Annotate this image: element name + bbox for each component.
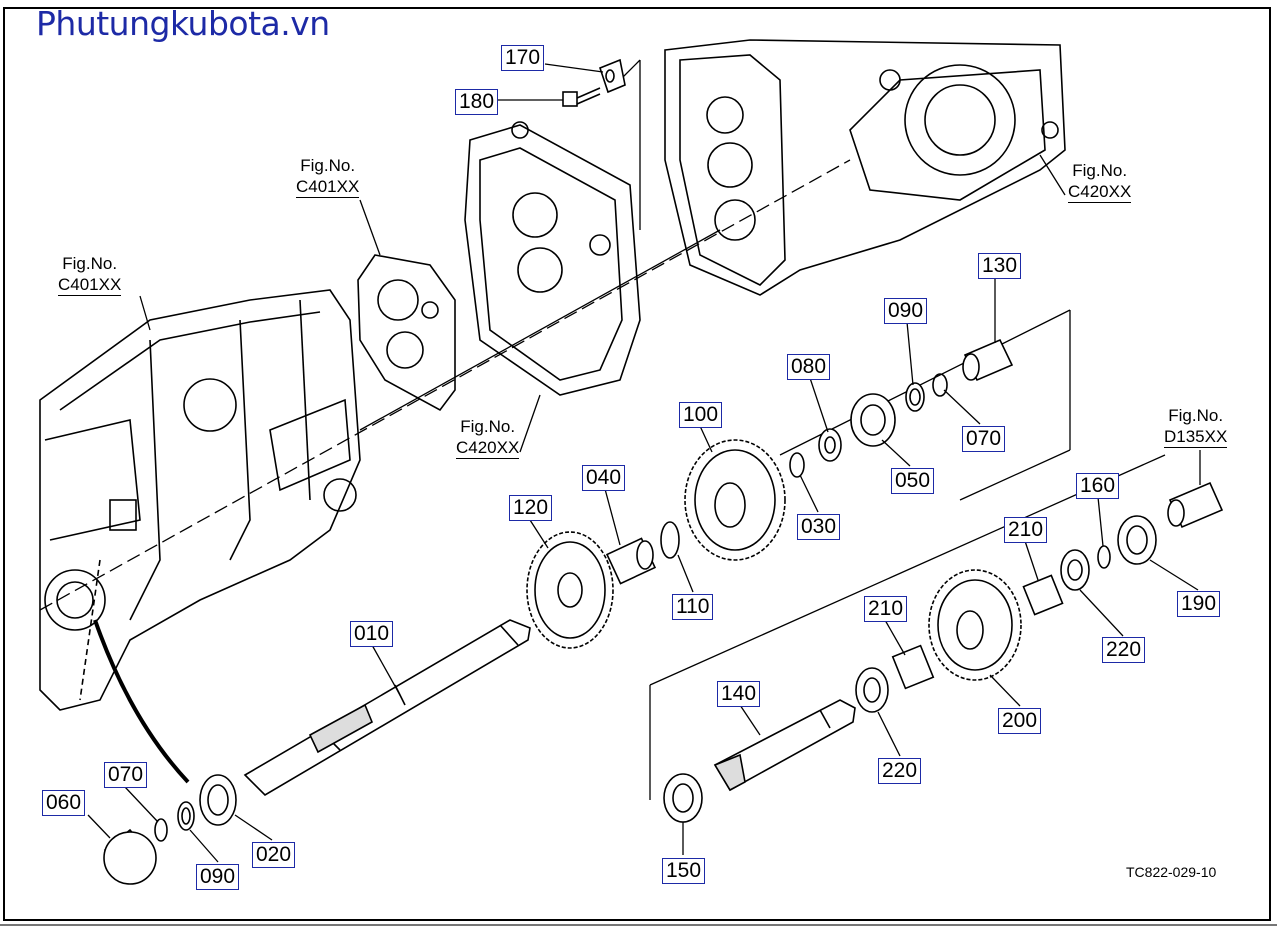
bearing-040: [605, 537, 657, 585]
callout-040[interactable]: 040: [582, 465, 626, 491]
bushing-130: [962, 338, 1014, 382]
middle-case-drawing: [464, 121, 641, 396]
callout-070-right[interactable]: 070: [962, 426, 1006, 452]
figref-label: Fig.No.: [1072, 161, 1128, 180]
callout-070-left[interactable]: 070: [104, 762, 148, 788]
bushing-d135: [1167, 481, 1224, 529]
callout-210-lower[interactable]: 210: [864, 596, 908, 622]
bearing-050: [850, 393, 896, 447]
bearing-020: [199, 774, 237, 826]
callout-080[interactable]: 080: [787, 354, 831, 380]
callout-160[interactable]: 160: [1076, 473, 1120, 499]
callout-030[interactable]: 030: [797, 514, 841, 540]
figref-c420-mid[interactable]: Fig.No. C420XX: [456, 416, 520, 459]
gear-100: [684, 439, 786, 561]
callout-100[interactable]: 100: [679, 402, 723, 428]
cap-060: [103, 828, 157, 885]
figref-code: C401XX: [296, 177, 360, 198]
figref-label: Fig.No.: [460, 417, 516, 436]
callout-020[interactable]: 020: [252, 842, 296, 868]
figref-code: D135XX: [1164, 427, 1228, 448]
figref-c401-left[interactable]: Fig.No. C401XX: [58, 253, 122, 296]
top-case-drawing: [664, 39, 1066, 296]
gear-200: [928, 569, 1022, 681]
gear-120: [526, 531, 614, 649]
figref-c401-top[interactable]: Fig.No. C401XX: [296, 155, 360, 198]
plate-c401-drawing: [357, 254, 456, 412]
clip-070-left: [154, 818, 168, 842]
washer-220-upper: [1060, 549, 1090, 591]
bearing-190: [1117, 515, 1157, 565]
callout-200[interactable]: 200: [998, 708, 1042, 734]
callout-190[interactable]: 190: [1177, 591, 1221, 617]
callout-210-upper[interactable]: 210: [1004, 517, 1048, 543]
washer-080: [818, 428, 842, 462]
bearing-150: [663, 773, 703, 823]
left-case-drawing: [39, 289, 361, 711]
ring-090-right: [905, 382, 925, 412]
watermark-logo: Phutungkubota.vn: [36, 4, 330, 43]
callout-110[interactable]: 110: [672, 594, 714, 620]
washer-170: [599, 58, 626, 94]
figref-label: Fig.No.: [1168, 406, 1224, 425]
figref-code: C420XX: [456, 438, 520, 459]
shaft-140: [713, 699, 856, 792]
callout-090-right[interactable]: 090: [884, 298, 928, 324]
leader-lines: [87, 63, 1201, 863]
callout-180[interactable]: 180: [455, 89, 499, 115]
callout-170[interactable]: 170: [501, 45, 545, 71]
clip-110: [660, 521, 680, 559]
callout-150[interactable]: 150: [662, 858, 706, 884]
bolt-180: [562, 87, 601, 107]
callout-220-upper[interactable]: 220: [1102, 637, 1146, 663]
clip-030: [789, 452, 805, 478]
bearing-210-lower: [891, 644, 935, 690]
callout-120[interactable]: 120: [509, 495, 553, 521]
washer-220-lower: [855, 667, 889, 713]
clip-070-right: [932, 373, 948, 397]
clip-160: [1097, 545, 1111, 569]
figref-c420-right[interactable]: Fig.No. C420XX: [1068, 160, 1132, 203]
figref-label: Fig.No.: [62, 254, 118, 273]
callout-050[interactable]: 050: [891, 468, 935, 494]
shaft-010: [243, 619, 531, 797]
callout-220-lower[interactable]: 220: [878, 758, 922, 784]
callout-010[interactable]: 010: [350, 621, 394, 647]
diagram-code: TC822-029-10: [1126, 864, 1217, 880]
frame-border: [3, 7, 1271, 921]
bearing-210-upper: [1022, 574, 1064, 616]
callout-060[interactable]: 060: [42, 790, 86, 816]
figref-code: C420XX: [1068, 182, 1132, 203]
figref-label: Fig.No.: [300, 156, 356, 175]
figref-code: C401XX: [58, 275, 122, 296]
callout-140[interactable]: 140: [717, 681, 761, 707]
callout-130[interactable]: 130: [978, 253, 1022, 279]
callout-090-left[interactable]: 090: [196, 864, 240, 890]
figref-d135[interactable]: Fig.No. D135XX: [1164, 405, 1228, 448]
ring-090: [177, 801, 195, 831]
